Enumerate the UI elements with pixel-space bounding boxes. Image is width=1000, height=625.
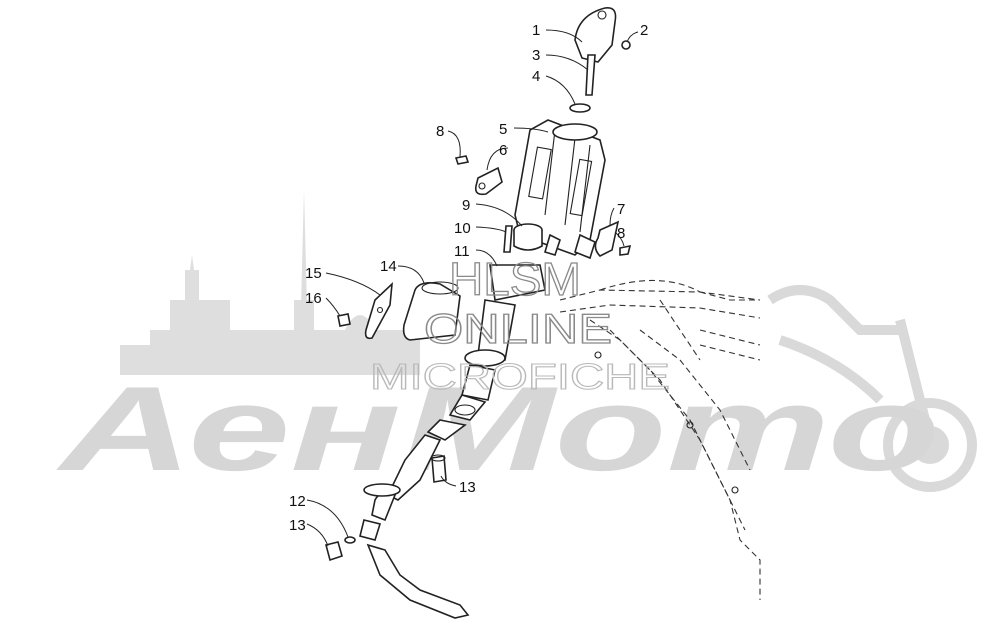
- upper-clamp: [574, 6, 617, 63]
- callouts: 1 2 3 4 5 6 7 8 8 9 10 11 12 13 13 14 15…: [289, 22, 648, 534]
- bolt: [585, 54, 596, 96]
- callout-10: 10: [454, 220, 471, 237]
- steering-post-bracket: [514, 119, 606, 260]
- lower-washer: [344, 536, 356, 544]
- pin: [503, 225, 513, 253]
- bushing: [513, 223, 543, 251]
- callout-12: 12: [289, 493, 306, 510]
- lower-nut: [325, 541, 343, 562]
- callout-11: 11: [454, 243, 470, 260]
- callout-2: 2: [640, 22, 648, 39]
- callout-13-lower: 13: [289, 517, 306, 534]
- screw: [621, 40, 631, 50]
- callout-16: 16: [305, 290, 322, 307]
- brand-watermark: АенМото: [55, 362, 940, 496]
- callout-7: 7: [617, 201, 625, 218]
- plate-screw: [337, 313, 351, 327]
- callout-6: 6: [499, 142, 507, 159]
- microfiche-watermark: MICROFICHE: [370, 356, 670, 397]
- leader-lines: [306, 29, 639, 547]
- callout-8-left: 8: [436, 123, 444, 140]
- online-watermark: ONLINE: [424, 305, 612, 352]
- washer: [569, 103, 591, 113]
- steering-shaft: [359, 299, 516, 619]
- bearing: [489, 264, 546, 301]
- hlsm-watermark: HLSM: [449, 253, 581, 305]
- retaining-plate: [364, 281, 393, 340]
- clip-right: [594, 220, 620, 257]
- screw-right: [619, 244, 632, 256]
- city-silhouette-watermark: [120, 190, 420, 375]
- screw-left: [454, 155, 470, 165]
- callout-1: 1: [532, 22, 540, 39]
- clip-left: [474, 166, 503, 196]
- callout-5: 5: [499, 121, 507, 138]
- frame-outline: [559, 279, 761, 600]
- callout-13-upper: 13: [459, 479, 476, 496]
- callout-3: 3: [532, 47, 540, 64]
- callout-9: 9: [462, 197, 470, 214]
- callout-14: 14: [380, 258, 397, 275]
- callout-4: 4: [532, 68, 540, 85]
- shaft-bolt-upper: [430, 454, 447, 483]
- callout-15: 15: [305, 265, 322, 282]
- boot-collar: [402, 281, 461, 341]
- motorcycle-watermark: [767, 285, 977, 492]
- callout-8-right: 8: [617, 225, 625, 242]
